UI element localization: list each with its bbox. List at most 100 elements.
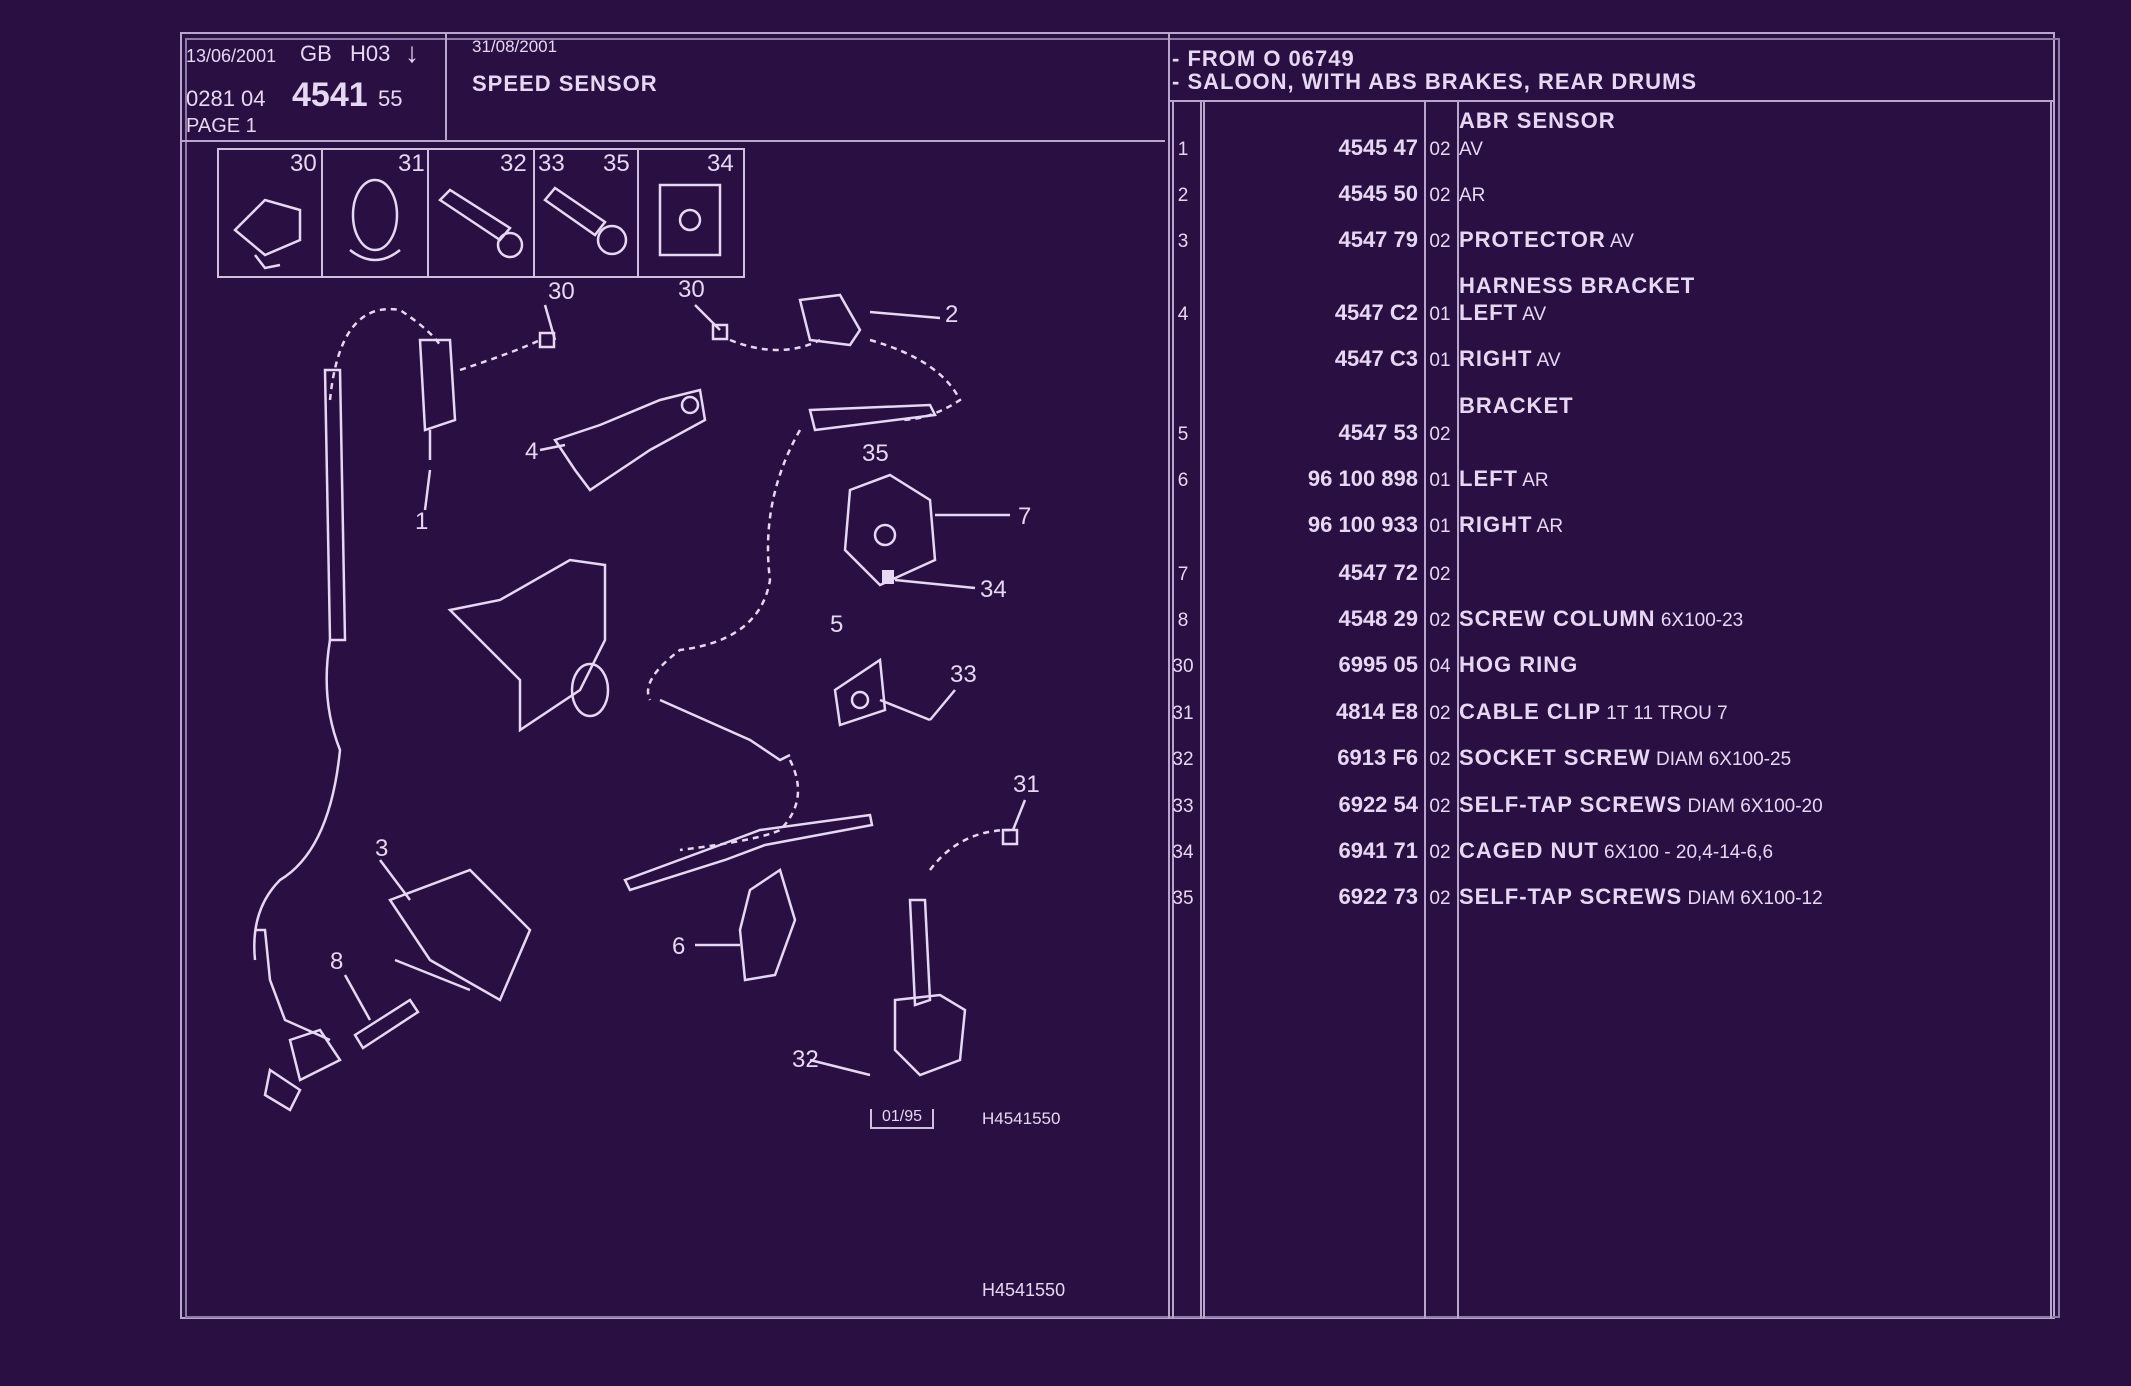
part-description: BRACKET <box>1459 395 1574 417</box>
row-number: 32 <box>1172 749 1194 770</box>
part-reference: 4545 50 <box>1338 181 1418 206</box>
description-main: PROTECTOR <box>1459 227 1606 252</box>
icon-number-33: 33 <box>538 150 565 177</box>
part-reference: 96 100 898 <box>1307 466 1418 491</box>
center-divider <box>1168 32 1170 1319</box>
description-main: LEFT <box>1459 466 1518 491</box>
description-detail: AR <box>1518 470 1549 491</box>
callout-30-a: 30 <box>548 278 575 305</box>
center-bracket <box>447 558 610 733</box>
row-number: 3 <box>1177 231 1189 252</box>
callout-2: 2 <box>945 301 959 328</box>
part-reference: 4814 E8 <box>1336 699 1418 724</box>
header-ref-suffix: 55 <box>378 86 403 111</box>
header-divider-right <box>1168 100 2055 102</box>
icon-number-34: 34 <box>707 150 734 177</box>
condition-line-1: - FROM O 06749 <box>1172 46 1355 71</box>
description-detail: AV <box>1518 304 1547 325</box>
description-detail: AV <box>1605 231 1634 252</box>
part-reference: 4547 C2 <box>1334 300 1418 325</box>
row-number: 4 <box>1177 304 1189 325</box>
description-main: SOCKET SCREW <box>1459 745 1651 770</box>
socket-screw-icon <box>438 188 524 259</box>
callout-30-b: 30 <box>678 276 705 303</box>
part-description: LEFT AR <box>1459 466 1549 491</box>
description-main: ABR SENSOR <box>1459 108 1616 133</box>
callout-8: 8 <box>330 948 344 975</box>
outer-frame-shadow <box>185 38 2060 1318</box>
description-main: SELF-TAP SCREWS <box>1459 884 1683 909</box>
diagram-code: H4541550 <box>982 1109 1061 1128</box>
description-main: HOG RING <box>1459 652 1579 677</box>
part-description: HARNESS BRACKET <box>1459 275 1695 297</box>
part-reference: 6922 54 <box>1338 792 1418 817</box>
part-description: SELF-TAP SCREWS DIAM 6X100-20 <box>1459 794 1823 817</box>
header-lang: GB <box>300 41 332 66</box>
part-reference: 4547 C3 <box>1334 346 1418 371</box>
part-quantity: 01 <box>1429 304 1451 325</box>
header-divider-left <box>180 140 1165 142</box>
row-number: 34 <box>1172 842 1194 863</box>
icon-number-32: 32 <box>500 150 527 177</box>
part-description: AR <box>1459 183 1485 205</box>
part-quantity: 02 <box>1429 749 1451 770</box>
callout-5: 5 <box>830 611 844 638</box>
part-quantity: 02 <box>1429 842 1451 863</box>
callout-3: 3 <box>375 835 389 862</box>
callout-31: 31 <box>1013 771 1040 798</box>
part-quantity: 02 <box>1429 424 1451 445</box>
part-quantity: 02 <box>1429 888 1451 909</box>
part-description: CABLE CLIP 1T 11 TROU 7 <box>1459 699 1728 724</box>
description-main: RIGHT <box>1459 512 1533 537</box>
header-code: H03 <box>350 41 391 66</box>
row-number: 30 <box>1172 656 1194 677</box>
part-description: HOG RING <box>1459 654 1578 676</box>
part-quantity: 01 <box>1429 350 1451 371</box>
outer-frame <box>180 32 2055 1319</box>
part-reference: 4545 47 <box>1338 135 1418 160</box>
part-description: AV <box>1459 137 1483 159</box>
part-description: SCREW COLUMN 6X100-23 <box>1459 606 1743 631</box>
bracket-6 <box>738 868 797 982</box>
callout-1: 1 <box>415 508 429 535</box>
description-main: CAGED NUT <box>1459 838 1599 863</box>
header-date2: 31/08/2001 <box>472 37 558 56</box>
row-number: 35 <box>1172 888 1194 909</box>
description-main: CABLE CLIP <box>1459 699 1601 724</box>
description-main: SCREW COLUMN <box>1459 606 1656 631</box>
header-ref-main: 4541 <box>292 76 368 114</box>
description-detail: AR <box>1459 185 1486 206</box>
part-quantity: 02 <box>1429 564 1451 585</box>
abr-sensor-rear <box>623 293 1011 1077</box>
protector <box>388 868 532 1002</box>
part-reference: 4548 29 <box>1338 606 1418 631</box>
footer-code: H4541550 <box>982 1280 1066 1300</box>
description-detail: DIAM 6X100-25 <box>1650 749 1792 770</box>
diagram-stamp: 01/95 <box>870 1109 935 1129</box>
part-quantity: 01 <box>1429 470 1451 491</box>
part-reference: 4547 53 <box>1338 420 1418 445</box>
col-divider-qty2 <box>1457 100 1459 1319</box>
icon-number-35: 35 <box>603 150 630 177</box>
row-number: 2 <box>1177 185 1189 206</box>
part-reference: 6941 71 <box>1338 838 1418 863</box>
callout-34: 34 <box>980 576 1007 603</box>
callout-7: 7 <box>1018 503 1032 530</box>
hog-ring-icon <box>233 198 302 270</box>
description-main: HARNESS BRACKET <box>1459 273 1696 298</box>
description-detail: 1T 11 TROU 7 <box>1601 703 1728 724</box>
row-number: 8 <box>1177 610 1189 631</box>
part-description: PROTECTOR AV <box>1459 227 1634 252</box>
part-reference: 4547 79 <box>1338 227 1418 252</box>
description-detail: AV <box>1459 139 1483 160</box>
callout-6: 6 <box>672 933 686 960</box>
part-description: RIGHT AV <box>1459 348 1561 371</box>
part-quantity: 04 <box>1429 656 1451 677</box>
leader-lines <box>343 304 1027 1077</box>
bracket-5 <box>833 657 887 727</box>
part-description: SOCKET SCREW DIAM 6X100-25 <box>1459 745 1792 770</box>
description-detail: 6X100 - 20,4-14-6,6 <box>1598 842 1774 863</box>
row-number: 1 <box>1177 139 1189 160</box>
part-reference: 6995 05 <box>1338 652 1418 677</box>
